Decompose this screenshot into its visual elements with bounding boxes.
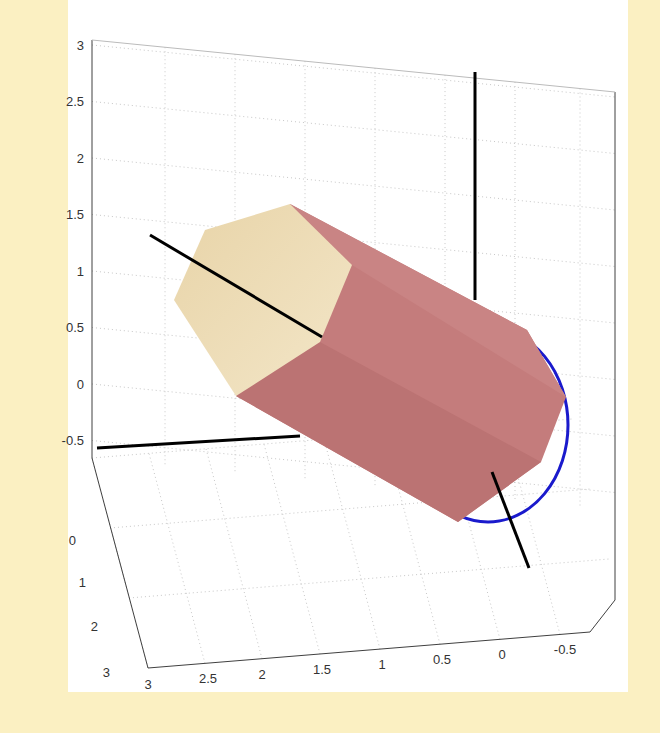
tick-label: 2 — [91, 620, 98, 633]
tick-label: 2 — [258, 668, 265, 681]
tick-label: 1 — [77, 265, 84, 278]
tick-label: 2.5 — [66, 95, 84, 108]
tick-label: -0.5 — [62, 434, 84, 447]
tick-label: 0 — [77, 378, 84, 391]
prism-end-face — [174, 204, 352, 396]
tick-label: 1.5 — [66, 208, 84, 221]
tick-label: 0.5 — [66, 321, 84, 334]
grid-lines — [92, 45, 615, 668]
tick-label: 0 — [498, 648, 505, 661]
prism-side — [236, 342, 541, 522]
axis-line — [97, 436, 300, 448]
tick-label: 3 — [103, 666, 110, 679]
axes-box — [92, 40, 615, 668]
tick-label: 1 — [79, 576, 86, 589]
tick-label: 0 — [69, 534, 76, 547]
tick-label: 2 — [77, 152, 84, 165]
tick-label: 2.5 — [199, 672, 217, 685]
tick-label: 1 — [378, 658, 385, 671]
tick-label: 1.5 — [313, 663, 331, 676]
axis-line — [150, 235, 322, 337]
axis-line — [492, 472, 529, 568]
tick-label: 0.5 — [433, 653, 451, 666]
tick-label: 3 — [77, 39, 84, 52]
axis-line — [474, 72, 477, 300]
tick-label: -0.5 — [554, 643, 576, 656]
tick-label: 3 — [144, 678, 151, 691]
